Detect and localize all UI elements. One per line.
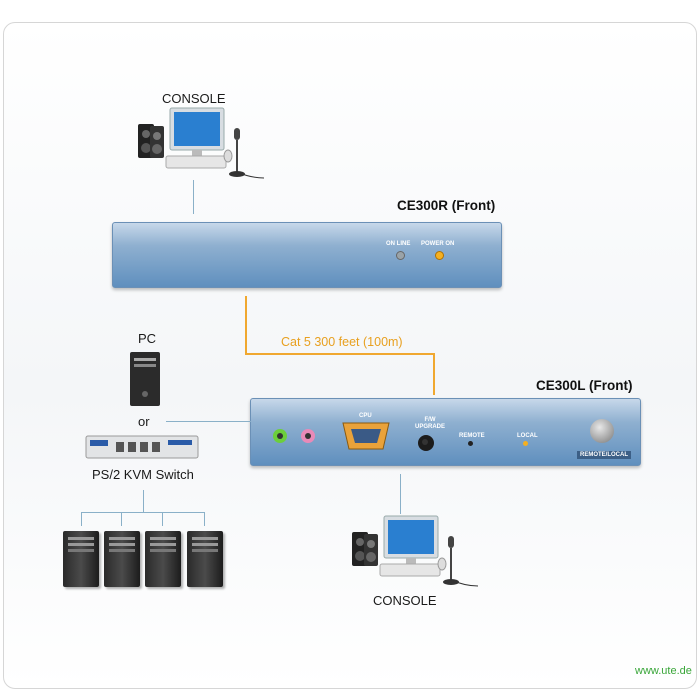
pc-label: PC: [138, 331, 157, 346]
kvm-tree-branch-2: [121, 512, 122, 526]
kvm-tree-branch-4: [204, 512, 205, 526]
watermark: www.ute.de: [635, 665, 692, 677]
ce300r-title: CE300R (Front): [397, 198, 496, 213]
kvm-tree-horizontal: [81, 512, 205, 513]
ce300l-device: CPU F/W UPGRADE REMOTE LOCAL REMOTE/LOCA…: [250, 398, 641, 466]
vga-port-icon: [342, 422, 390, 450]
pc-link-line: [166, 421, 242, 422]
console-bottom-label: CONSOLE: [373, 593, 437, 608]
local-link-stub: [242, 421, 251, 422]
remote-local-button-label: REMOTE/LOCAL: [577, 451, 631, 459]
kvm-tree-branch-3: [162, 512, 163, 526]
or-label: or: [138, 414, 150, 429]
remote-led: [468, 441, 473, 446]
audio-jack-green: [273, 429, 287, 443]
ce300r-device: ON LINE POWER ON: [112, 222, 502, 288]
kvm-tree-branch-1: [81, 512, 82, 526]
console-top-label: CONSOLE: [162, 91, 226, 106]
kvm-tree-stem: [143, 490, 144, 512]
ce300l-title: CE300L (Front): [536, 378, 633, 393]
remote-local-button[interactable]: [590, 419, 614, 443]
console-bottom-link: [400, 474, 401, 514]
kvm-label: PS/2 KVM Switch: [92, 467, 194, 482]
kvm-switch-icon: [85, 435, 199, 459]
local-led: [523, 441, 528, 446]
cable-line-vertical-left: [245, 296, 247, 354]
monitor-icon: [379, 515, 441, 577]
local-led-label: LOCAL: [517, 433, 538, 439]
microphone-icon: [443, 536, 479, 587]
remote-led-label: REMOTE: [459, 433, 485, 439]
pc-tower-icon: [104, 531, 140, 587]
power-led: [435, 251, 444, 260]
monitor-icon: [165, 107, 227, 169]
cpu-label: CPU: [359, 413, 372, 419]
speaker-icon: [138, 124, 164, 158]
cable-label: Cat 5 300 feet (100m): [281, 335, 403, 349]
pc-tower-icon: [63, 531, 99, 587]
console-top-link: [193, 180, 194, 214]
pc-tower-icon: [145, 531, 181, 587]
console-top-icon: [138, 107, 265, 179]
fw-upgrade-label: F/W UPGRADE: [415, 417, 446, 430]
pc-tower-icon: [130, 352, 160, 406]
console-bottom-icon: [352, 515, 479, 587]
online-led: [396, 251, 405, 260]
online-label: ON LINE: [386, 241, 411, 247]
pc-tower-icon: [187, 531, 223, 587]
power-on-label: POWER ON: [421, 241, 455, 247]
cable-line-vertical-right: [433, 353, 435, 395]
cable-line-horizontal: [245, 353, 435, 355]
audio-jack-pink: [301, 429, 315, 443]
speaker-icon: [352, 532, 378, 566]
fw-upgrade-port: [418, 435, 434, 451]
microphone-icon: [229, 128, 265, 179]
